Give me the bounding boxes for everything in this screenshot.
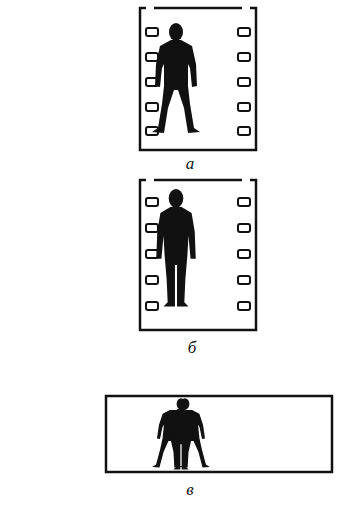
figure-letter: в (186, 481, 193, 498)
figure-letter: а (186, 155, 195, 172)
film-frame (140, 6, 256, 150)
figure-letter: б (188, 339, 197, 356)
film-frame (106, 396, 332, 472)
film-frame (140, 178, 256, 330)
